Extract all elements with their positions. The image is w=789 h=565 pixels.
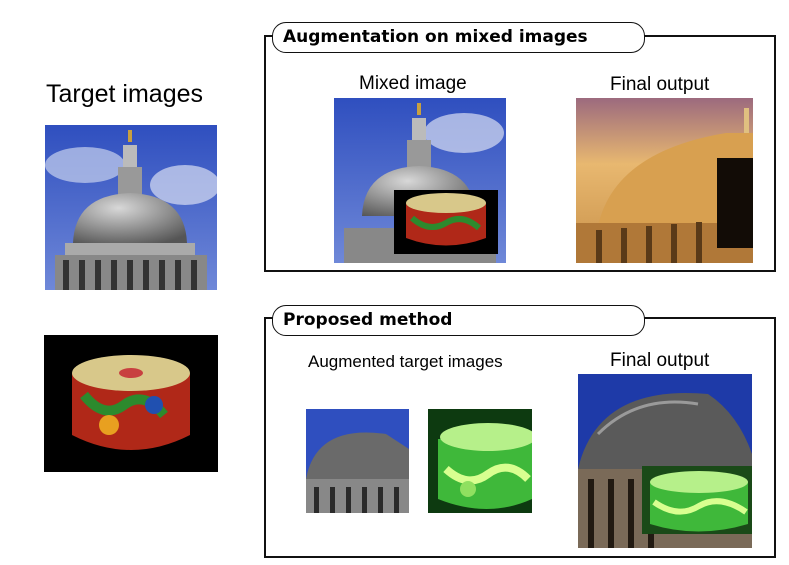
sepia-dome-photo-icon	[576, 98, 753, 263]
proposed-method-panel-tab: Proposed method	[272, 305, 645, 336]
dome-photo-icon	[45, 125, 217, 290]
green-drum-photo-icon	[428, 409, 532, 513]
cropped-dome-photo-icon	[306, 409, 409, 513]
mixed-image	[334, 98, 506, 263]
target-image-dome	[45, 125, 217, 290]
mixed-image-label: Mixed image	[359, 73, 467, 94]
top-final-output-image	[576, 98, 753, 263]
augmentation-panel-tab: Augmentation on mixed images	[272, 22, 645, 53]
augmented-target-images-label: Augmented target images	[308, 352, 503, 371]
augmented-dome-image	[306, 409, 409, 513]
augmented-drum-image	[428, 409, 532, 513]
dome-with-drum-photo-icon	[578, 374, 752, 548]
target-images-title: Target images	[46, 80, 204, 108]
target-image-drum	[44, 335, 218, 472]
top-final-output-label: Final output	[610, 74, 710, 95]
bottom-final-output-image	[578, 374, 752, 548]
drum-photo-icon	[44, 335, 218, 472]
mixed-photo-icon	[334, 98, 506, 263]
bottom-final-output-label: Final output	[610, 350, 710, 371]
